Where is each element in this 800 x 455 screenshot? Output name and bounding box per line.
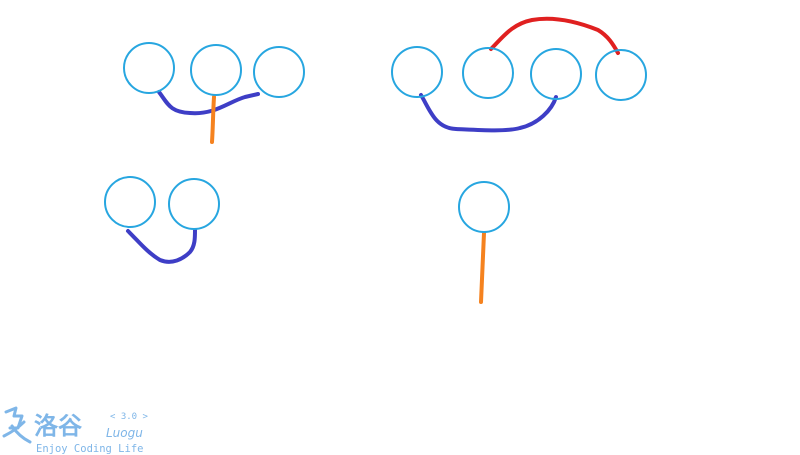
brand-cn: 洛谷 [34, 412, 83, 440]
node [530, 48, 582, 100]
slogan: Enjoy Coding Life [36, 443, 143, 455]
group-single-node [458, 181, 510, 304]
node [391, 46, 443, 98]
node [190, 44, 242, 96]
version-tag: < 3.0 > [110, 412, 149, 422]
luogu-watermark: 洛谷 < 3.0 > Luogu Enjoy Coding Life [2, 406, 149, 455]
red-arc [489, 16, 620, 55]
blue-edge [419, 93, 558, 133]
brand-latin: Luogu [106, 426, 143, 440]
node [595, 49, 647, 101]
group-three-nodes [123, 42, 305, 144]
orange-stem [479, 231, 486, 304]
node [104, 176, 156, 228]
blue-edge [157, 90, 260, 116]
luogu-logo-icon [2, 406, 32, 444]
node [123, 42, 175, 94]
node [253, 46, 305, 98]
node [462, 47, 514, 99]
blue-edge [126, 228, 197, 264]
node [458, 181, 510, 233]
node [168, 178, 220, 230]
group-two-nodes [104, 176, 220, 264]
orange-stem [210, 95, 216, 144]
group-four-nodes [391, 16, 647, 133]
